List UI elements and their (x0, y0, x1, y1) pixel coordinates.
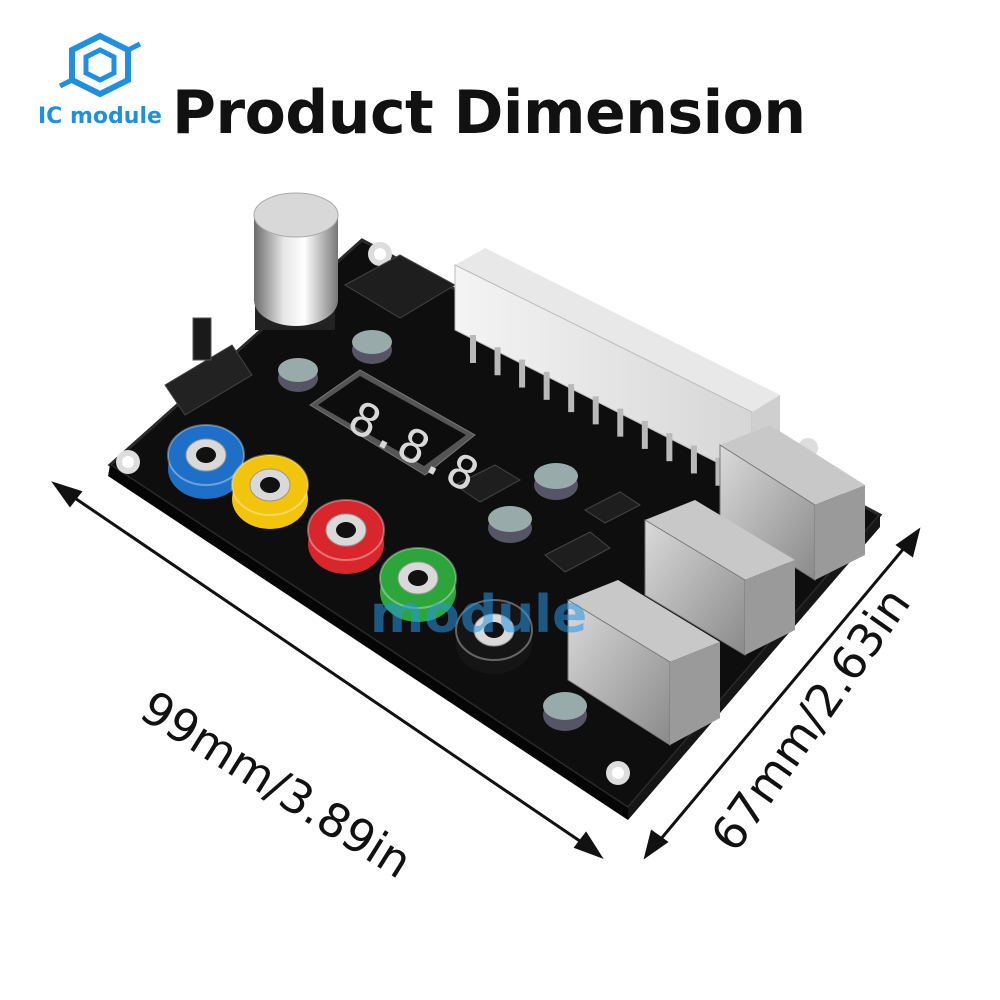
atx-pin (519, 359, 526, 388)
hexagon-logo-icon (58, 32, 142, 98)
atx-pin (543, 371, 550, 400)
usb-ports (567, 425, 865, 746)
power-switch (164, 317, 253, 416)
binding-posts (167, 424, 533, 674)
atx-pin (690, 445, 697, 474)
usb-port-2 (644, 500, 795, 656)
atx-pin (592, 396, 599, 425)
potentiometer-knob (253, 192, 339, 330)
usb-port-1 (719, 425, 865, 581)
binding-post (167, 424, 245, 499)
watermark-text: module (370, 585, 588, 645)
mounting-holes (116, 242, 818, 785)
brand-name: IC module (38, 104, 162, 129)
binding-post (379, 547, 457, 622)
width-dimension-arrow (643, 527, 921, 860)
atx-pin (666, 433, 673, 462)
usb-port-3 (567, 580, 720, 746)
atx-pin (617, 408, 624, 437)
ic-chips (343, 254, 641, 573)
atx-pin (470, 335, 476, 363)
atx-pin (715, 457, 722, 486)
binding-post (455, 599, 533, 674)
binding-post (231, 454, 309, 529)
atx-pin (641, 420, 648, 449)
ic-module-logo (30, 30, 180, 140)
page-title: Product Dimension (172, 78, 806, 148)
atx-pin (568, 384, 575, 413)
atx-24pin-connector (454, 248, 780, 498)
binding-post (307, 499, 385, 574)
capacitors (278, 330, 587, 731)
atx-pin (494, 347, 501, 376)
length-dimension-arrow (51, 481, 604, 859)
